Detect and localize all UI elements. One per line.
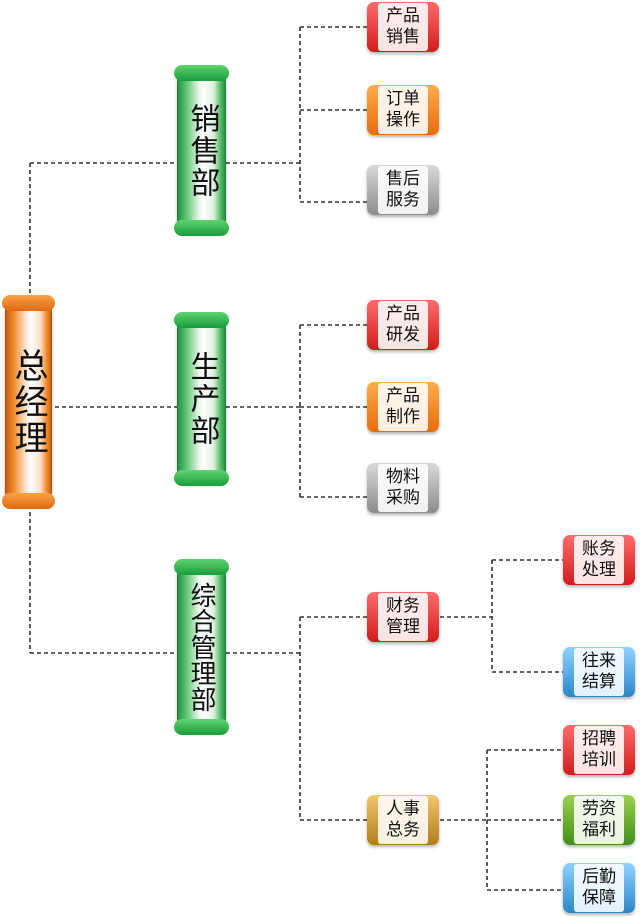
leaf-line1: 产品 [385, 304, 420, 324]
leaf-line2: 研发 [385, 325, 420, 345]
leaf-line1: 订单 [385, 89, 420, 109]
leaf-line2: 制作 [385, 407, 420, 427]
leaf-line2: 操作 [385, 110, 420, 130]
leaf-line1: 人事 [385, 799, 420, 819]
leaf-line1: 劳资 [581, 799, 616, 819]
leaf-line1: 产品 [385, 386, 420, 406]
leaf-line1: 售后 [385, 169, 420, 189]
dept-sales: 销售部 [174, 65, 229, 236]
root-node-general-manager: 总经理 [2, 295, 55, 509]
leaf-line2: 培训 [581, 750, 616, 770]
leaf-line2: 采购 [385, 488, 420, 508]
leaf-line2: 服务 [385, 190, 420, 210]
dept-production: 生产部 [174, 312, 229, 486]
node-hr-general: 人事总务 [367, 795, 439, 845]
root-label: 总经理 [8, 348, 48, 456]
dept-sales-label: 销售部 [184, 102, 220, 199]
leaf-recruitment-training: 招聘培训 [563, 725, 635, 775]
leaf-settlement: 往来结算 [563, 647, 635, 697]
leaf-material-purchase: 物料采购 [367, 463, 439, 513]
leaf-line2: 管理 [385, 617, 420, 637]
leaf-labor-welfare: 劳资福利 [563, 795, 635, 845]
leaf-accounting: 账务处理 [563, 535, 635, 585]
leaf-line1: 招聘 [581, 729, 616, 749]
leaf-line2: 处理 [581, 560, 616, 580]
leaf-line2: 销售 [385, 27, 420, 47]
leaf-line1: 账务 [581, 539, 616, 559]
leaf-line1: 产品 [385, 6, 420, 26]
leaf-line2: 福利 [581, 820, 616, 840]
leaf-line2: 保障 [581, 888, 616, 908]
leaf-line1: 财务 [385, 596, 420, 616]
dept-admin: 综合管理部 [174, 559, 229, 735]
leaf-order-operation: 订单操作 [367, 85, 439, 135]
leaf-line1: 物料 [385, 467, 420, 487]
dept-production-label: 生产部 [184, 351, 220, 447]
leaf-product-making: 产品制作 [367, 382, 439, 432]
leaf-after-sales: 售后服务 [367, 165, 439, 215]
leaf-line2: 总务 [385, 820, 420, 840]
node-finance-management: 财务管理 [367, 592, 439, 642]
leaf-line1: 往来 [581, 651, 616, 671]
dept-admin-label: 综合管理部 [186, 582, 216, 712]
leaf-line1: 后勤 [581, 867, 616, 887]
leaf-line2: 结算 [581, 672, 616, 692]
leaf-product-rnd: 产品研发 [367, 300, 439, 350]
leaf-logistics: 后勤保障 [563, 863, 635, 913]
leaf-product-sales: 产品销售 [367, 2, 439, 52]
